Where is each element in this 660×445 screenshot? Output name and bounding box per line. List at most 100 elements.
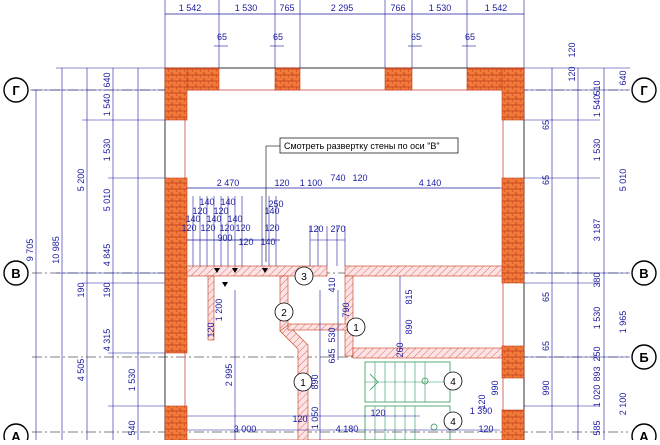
plan-dim-815: 815 <box>404 289 414 304</box>
left-dim-4505: 4 505 <box>76 359 86 382</box>
left-dim-640: 640 <box>102 72 112 87</box>
top-dim-4: 2 295 <box>331 3 354 13</box>
top-small-dim-2: 65 <box>273 32 283 42</box>
right-dim-1530-a: 1 530 <box>592 139 602 162</box>
right-dim-65-a: 65 <box>541 120 551 130</box>
right-dim-250: 250 <box>592 346 602 361</box>
marker-4-a: 4 <box>450 377 456 388</box>
plan-dim-140-e: 140 <box>227 214 242 224</box>
plan-dim-3000: 3 000 <box>234 424 257 434</box>
left-dim-9705: 9 705 <box>25 239 35 262</box>
right-dim-2100: 2 100 <box>618 393 628 416</box>
left-dim-5010: 5 010 <box>102 189 112 212</box>
left-dim-1530-a: 1 530 <box>102 139 112 162</box>
right-dim-120-a: 120 <box>567 42 577 57</box>
plan-dim-1390: 1 390 <box>470 406 493 416</box>
plan-dim-120-c: 120 <box>192 206 207 216</box>
top-small-dim-4: 65 <box>465 32 475 42</box>
plan-dim-140-a: 140 <box>199 197 214 207</box>
plan-dim-140-g: 140 <box>260 237 275 247</box>
plan-dim-120-j: 120 <box>238 237 253 247</box>
left-dim-5200: 5 200 <box>76 169 86 192</box>
top-small-dim-3: 65 <box>411 32 421 42</box>
exterior-walls <box>164 67 525 445</box>
top-dim-7: 1 542 <box>485 3 508 13</box>
plan-dim-120-e: 120 <box>181 223 196 233</box>
axis-label-g-right: Г <box>640 83 648 98</box>
plan-dim-1050: 1 050 <box>310 407 320 430</box>
left-dim-4845: 4 845 <box>102 244 112 267</box>
plan-dim-120-n: 120 <box>477 394 487 409</box>
right-dim-120-b: 120 <box>567 66 577 81</box>
left-dim-540: 540 <box>127 420 137 435</box>
plan-dim-4180: 4 180 <box>336 424 359 434</box>
left-dim-4315: 4 315 <box>102 329 112 352</box>
top-dimension-chain: 1 542 1 530 765 2 295 766 1 530 1 542 65… <box>164 0 525 68</box>
marker-2: 2 <box>281 308 287 319</box>
axis-label-g-left: Г <box>12 83 20 98</box>
right-dim-1020: 1 020 <box>592 385 602 408</box>
plan-dim-140-d: 140 <box>206 214 221 224</box>
plan-dim-120-l: 120 <box>206 322 216 337</box>
top-dim-1: 1 542 <box>179 3 202 13</box>
top-dim-6: 1 530 <box>429 3 452 13</box>
plan-dim-4140: 4 140 <box>419 178 442 188</box>
right-dim-65-b: 65 <box>541 175 551 185</box>
plan-dim-250: 250 <box>268 199 283 209</box>
right-dim-1540: 1 540 <box>592 95 602 118</box>
right-dim-510: 510 <box>592 80 602 95</box>
right-dim-65-d: 65 <box>541 341 551 351</box>
right-dim-65-c: 65 <box>541 292 551 302</box>
plan-dim-120-i: 120 <box>264 223 279 233</box>
plan-dim-1200: 1 200 <box>214 299 224 322</box>
interior-dimension-lines <box>187 187 500 440</box>
plan-dim-645: 645 <box>327 348 337 363</box>
axis-bubbles: Г Г В В Б А А <box>3 77 657 445</box>
staircase <box>364 361 451 441</box>
axis-label-a-left: А <box>11 429 21 440</box>
plan-dim-140-b: 140 <box>220 197 235 207</box>
marker-1-a: 1 <box>300 378 306 389</box>
plan-dim-1100: 1 100 <box>300 178 323 188</box>
plan-dim-530: 530 <box>327 327 337 342</box>
right-dimension-labels: 640 120 120 510 1 540 65 1 530 5 010 65 … <box>541 42 628 435</box>
axis-label-a-right: А <box>639 429 649 440</box>
plan-dim-2470: 2 470 <box>217 178 240 188</box>
right-dim-640: 640 <box>618 70 628 85</box>
plan-dim-120-h: 120 <box>235 223 250 233</box>
plan-dim-900: 900 <box>217 233 232 243</box>
plan-dim-890-a: 890 <box>404 319 414 334</box>
plan-dim-890-b: 890 <box>310 374 320 389</box>
left-dim-190-b: 190 <box>102 282 112 297</box>
plan-dim-140-c: 140 <box>185 214 200 224</box>
plan-dim-260: 260 <box>395 342 405 357</box>
right-dim-1965: 1 965 <box>618 311 628 334</box>
plan-dim-790: 790 <box>341 302 351 317</box>
axis-label-v-left: В <box>11 266 20 281</box>
note-text: Смотреть развертку стены по оси "В" <box>284 141 440 151</box>
marker-4-b: 4 <box>450 417 456 428</box>
wall-markers: 1 1 2 3 4 4 <box>274 266 463 431</box>
top-dim-3: 765 <box>279 3 294 13</box>
right-dim-1530-b: 1 530 <box>592 307 602 330</box>
plan-dim-2995: 2 995 <box>224 364 234 387</box>
plan-dim-140-f: 140 <box>264 206 279 216</box>
plan-dim-120-m: 120 <box>292 414 307 424</box>
marker-3: 3 <box>301 272 307 283</box>
right-dim-990: 990 <box>541 380 551 395</box>
level-marks <box>214 268 268 287</box>
right-dimension-chains <box>524 67 630 440</box>
plan-dim-120-p: 120 <box>478 424 493 434</box>
note-callout: Смотреть развертку стены по оси "В" <box>265 137 459 262</box>
plan-dim-120-k: 120 <box>308 224 323 234</box>
top-small-dim-1: 65 <box>217 32 227 42</box>
plan-dim-990: 990 <box>490 380 500 395</box>
plan-dim-120-o: 120 <box>370 408 385 418</box>
right-dim-3187: 3 187 <box>592 219 602 242</box>
plan-dim-120-g: 120 <box>219 223 234 233</box>
axis-label-v-right: В <box>639 266 648 281</box>
right-dim-585: 585 <box>592 420 602 435</box>
right-dim-893: 893 <box>592 366 602 381</box>
right-dim-5010: 5 010 <box>618 169 628 192</box>
